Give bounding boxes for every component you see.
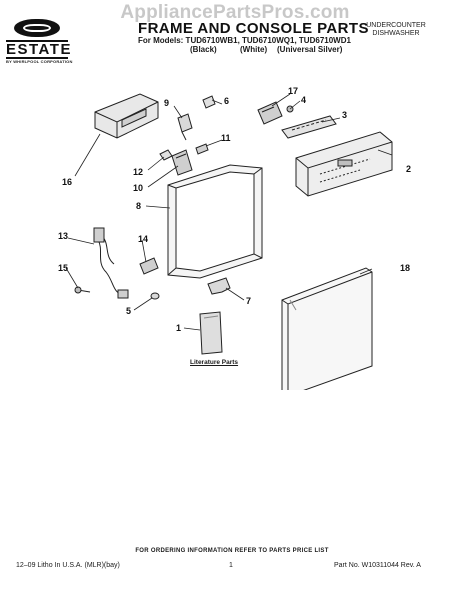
part-13-wire-harness-drawing bbox=[93, 227, 129, 299]
callout-16: 16 bbox=[62, 177, 72, 187]
part-2-console-panel-drawing bbox=[295, 131, 393, 197]
callout-13: 13 bbox=[58, 231, 68, 241]
callout-14: 14 bbox=[138, 234, 148, 244]
callout-5: 5 bbox=[126, 306, 131, 316]
part-3-overlay-drawing bbox=[281, 115, 337, 139]
callout-11: 11 bbox=[221, 133, 231, 143]
part-9-hinge-drawing bbox=[177, 113, 193, 141]
callout-15: 15 bbox=[58, 263, 68, 273]
callout-18: 18 bbox=[400, 263, 410, 273]
callout-17: 17 bbox=[288, 86, 298, 96]
ordering-info: FOR ORDERING INFORMATION REFER TO PARTS … bbox=[135, 548, 329, 554]
callout-10: 10 bbox=[133, 183, 143, 193]
callout-9: 9 bbox=[164, 98, 169, 108]
part-11-vent-drawing bbox=[195, 143, 209, 155]
model-list: For Models: TUD6710WB1, TUD6710WQ1, TUD6… bbox=[138, 36, 351, 45]
literature-parts-label: Literature Parts bbox=[190, 359, 239, 366]
part-number: Part No. W10311044 Rev. A bbox=[334, 562, 421, 569]
brand-logo: ESTATE BY WHIRLPOOL CORPORATION bbox=[6, 19, 73, 65]
callout-8: 8 bbox=[136, 201, 141, 211]
callout-6: 6 bbox=[224, 96, 229, 106]
part-6-clip-drawing bbox=[202, 95, 216, 109]
exploded-parts-diagram: 9 6 17 4 3 2 11 12 10 8 16 13 14 15 5 7 … bbox=[58, 86, 411, 390]
color-white: (White) bbox=[240, 45, 268, 54]
brand-badge-icon bbox=[14, 19, 60, 37]
color-black: (Black) bbox=[190, 45, 217, 54]
page-number: 1 bbox=[229, 562, 233, 569]
part-14-switch-drawing bbox=[139, 257, 159, 275]
callout-4: 4 bbox=[301, 95, 306, 105]
part-10-bracket-drawing bbox=[171, 149, 193, 176]
part-18-door-panel-drawing bbox=[281, 267, 373, 390]
page-title: FRAME AND CONSOLE PARTS bbox=[138, 20, 369, 37]
part-1-literature-drawing bbox=[199, 311, 223, 355]
part-5-grommet-drawing bbox=[150, 292, 160, 300]
litho-print-info: 12–09 Litho In U.S.A. (MLR)(bay) bbox=[16, 562, 120, 569]
brand-byline: BY WHIRLPOOL CORPORATION bbox=[6, 59, 73, 64]
brand-name: ESTATE bbox=[6, 40, 72, 59]
callout-12: 12 bbox=[133, 167, 143, 177]
part-15-screw-drawing bbox=[74, 286, 91, 294]
part-7-latch-drawing bbox=[207, 277, 231, 295]
watermark: AppliancePartsPros.com bbox=[120, 2, 350, 23]
part-8-door-frame-drawing bbox=[167, 164, 263, 279]
callout-1: 1 bbox=[176, 323, 181, 333]
color-universal-silver: (Universal Silver) bbox=[277, 45, 343, 54]
callout-7: 7 bbox=[246, 296, 251, 306]
part-16-console-cover-drawing bbox=[94, 93, 159, 139]
part-17-switch-drawing bbox=[257, 101, 283, 125]
product-type: UNDERCOUNTER DISHWASHER bbox=[366, 22, 426, 37]
callout-2: 2 bbox=[406, 164, 411, 174]
callout-3: 3 bbox=[342, 110, 347, 120]
